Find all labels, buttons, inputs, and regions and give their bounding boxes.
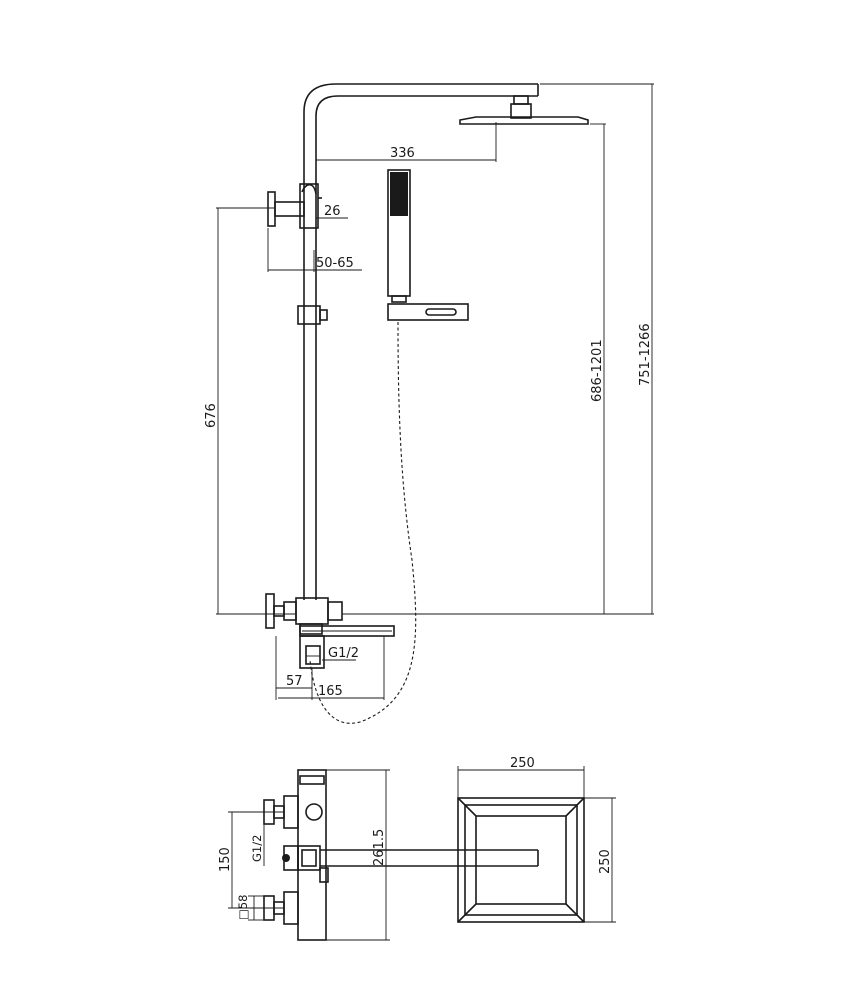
label-total-height: 751-1266 bbox=[638, 323, 653, 386]
dimension-head-height: 686-1201 bbox=[342, 123, 606, 615]
shower-riser-elevation bbox=[303, 83, 539, 600]
label-bracket-spacing: 50-65 bbox=[316, 256, 354, 271]
label-riser-height: 676 bbox=[204, 403, 219, 428]
hand-shower-holder bbox=[387, 303, 469, 321]
dimension-head-depth: 250 bbox=[584, 797, 616, 923]
dimension-plan-depth: 261.5 bbox=[326, 769, 390, 941]
shower-head-plan bbox=[457, 797, 585, 923]
label-plan-thread: G1/2 bbox=[250, 835, 264, 862]
dimension-bracket-spacing: 50-65 bbox=[267, 228, 362, 272]
dimension-spout-length: 165 bbox=[278, 636, 385, 700]
dimension-inlet-offset: 57 bbox=[275, 636, 313, 700]
label-inlet-offset: 57 bbox=[286, 674, 303, 689]
dimension-head-width: 250 bbox=[457, 756, 585, 798]
flexible-hose bbox=[309, 321, 417, 724]
label-head-reach: 336 bbox=[390, 146, 415, 161]
dimension-inlet-thread: G1/2 bbox=[322, 646, 359, 661]
label-plan-centres: 150 bbox=[218, 847, 233, 872]
bath-spout bbox=[299, 625, 395, 637]
label-inlet-thread: G1/2 bbox=[328, 646, 359, 661]
label-plan-depth: 261.5 bbox=[372, 829, 387, 866]
overhead-shower-head bbox=[459, 95, 589, 125]
dimension-total-height: 751-1266 bbox=[540, 83, 654, 615]
label-flange-size: □58 bbox=[236, 895, 250, 921]
label-head-depth: 250 bbox=[598, 849, 613, 874]
dimension-plan-centres: 150 bbox=[218, 811, 284, 909]
dimension-flange-size: □58 bbox=[236, 895, 264, 921]
slide-holder bbox=[297, 305, 328, 325]
dimension-head-reach: 336 bbox=[316, 122, 497, 162]
label-head-width: 250 bbox=[510, 756, 535, 771]
label-head-height: 686-1201 bbox=[590, 339, 605, 402]
dimension-wall-bracket: 26 bbox=[316, 204, 348, 219]
dimension-riser-height: 676 bbox=[204, 207, 296, 615]
dimension-plan-thread: G1/2 bbox=[250, 812, 265, 866]
wall-inlet bbox=[299, 635, 325, 669]
hand-shower bbox=[387, 169, 411, 303]
wall-bracket-upper bbox=[267, 183, 322, 229]
label-wall-bracket: 26 bbox=[324, 204, 341, 219]
label-spout-length: 165 bbox=[318, 684, 343, 699]
